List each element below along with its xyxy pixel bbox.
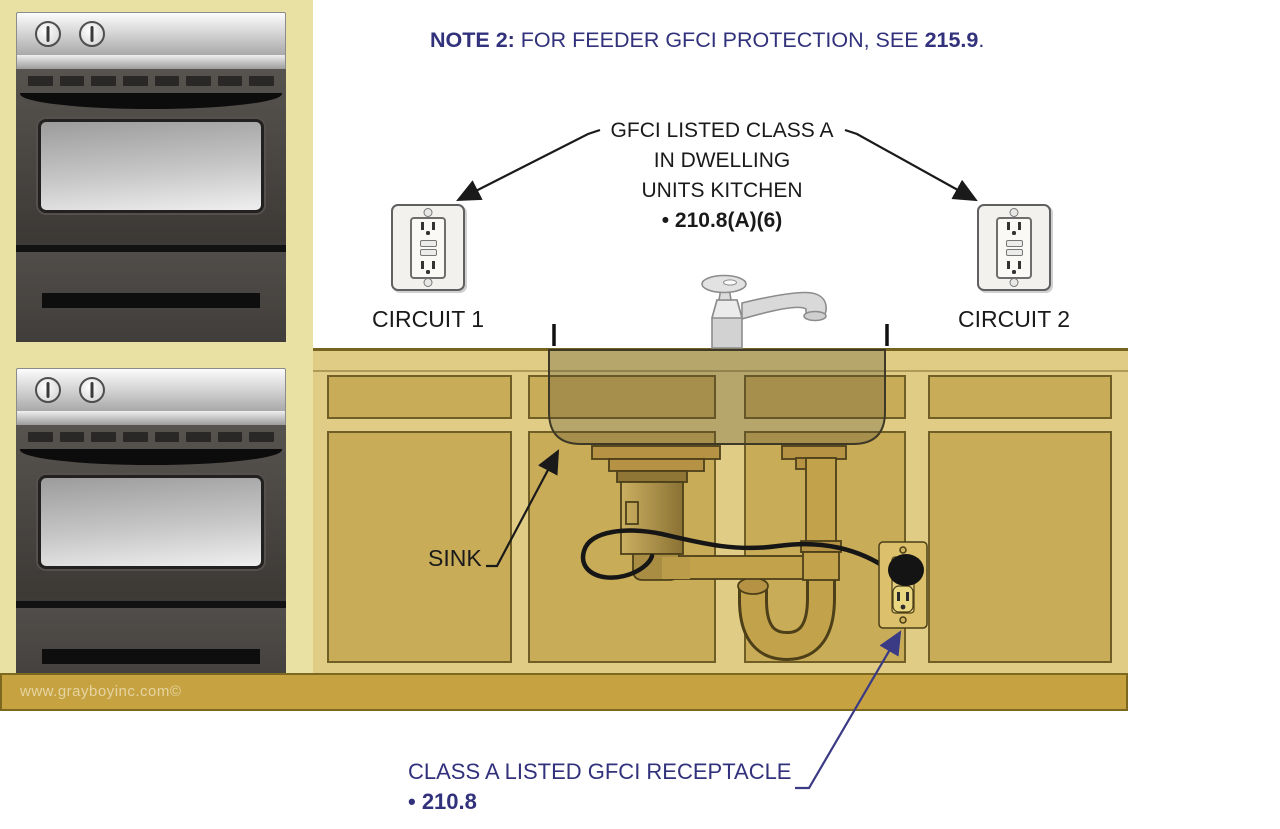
- watermark: www.grayboyinc.com©: [20, 683, 182, 700]
- sink-label: SINK: [428, 545, 482, 571]
- oven-vents: [28, 76, 274, 86]
- gfci-device: [410, 216, 446, 279]
- gfci-device: [996, 216, 1032, 279]
- oven-trim-strip: [16, 55, 286, 69]
- note2-text: NOTE 2: FOR FEEDER GFCI PROTECTION, SEE …: [430, 28, 985, 52]
- gfci-receptacle-circuit-2: [977, 204, 1051, 291]
- wall-oven-upper: [16, 12, 286, 342]
- screw-icon: [1009, 278, 1019, 287]
- oven-base: [42, 293, 260, 308]
- sink-edge-ticks: [552, 324, 889, 346]
- oven-control-panel: [16, 12, 286, 56]
- gfci-code-reference: • 210.8(A)(6): [661, 209, 783, 232]
- oven-control-panel: [16, 368, 286, 412]
- cabinet-drawer: [744, 375, 906, 419]
- gfci-receptacle-circuit-1: [391, 204, 465, 291]
- outlet-top: [1007, 221, 1021, 235]
- gfci-callout-line: IN DWELLING: [653, 149, 791, 172]
- cabinet-door: [528, 431, 716, 663]
- oven-window: [38, 475, 264, 569]
- oven-trim-strip: [16, 411, 286, 425]
- oven-body: [16, 69, 286, 342]
- oven-window: [38, 119, 264, 213]
- cabinet-drawer: [528, 375, 716, 419]
- gfci-callout-line: GFCI LISTED CLASS A: [610, 119, 834, 142]
- cabinet-door: [928, 431, 1112, 663]
- wall-oven-lower: [16, 368, 286, 698]
- oven-handle-shadow: [20, 93, 282, 109]
- receptacle-callout-line: CLASS A LISTED GFCI RECEPTACLE: [408, 759, 792, 784]
- toe-kick: www.grayboyinc.com©: [0, 673, 1128, 711]
- receptacle-callout-text: CLASS A LISTED GFCI RECEPTACLE • 210.8: [408, 757, 792, 817]
- cabinet-door: [744, 431, 906, 663]
- outlet-top: [421, 221, 435, 235]
- oven-divider: [16, 601, 286, 608]
- oven-vents: [28, 432, 274, 442]
- gfci-callout-text: GFCI LISTED CLASS A IN DWELLING UNITS KI…: [557, 116, 887, 236]
- oven-housing-cabinet: [0, 0, 313, 698]
- cabinet-drawer: [928, 375, 1112, 419]
- faucet-icon: [701, 274, 827, 349]
- oven-knob-icon: [35, 21, 61, 47]
- oven-body: [16, 425, 286, 698]
- oven-knob-icon: [35, 377, 61, 403]
- outlet-bottom: [1007, 260, 1021, 274]
- cabinet-drawer: [327, 375, 512, 419]
- circuit-2-label: CIRCUIT 2: [957, 306, 1071, 332]
- cabinet-door: [327, 431, 512, 663]
- receptacle-code-reference: • 210.8: [408, 789, 477, 814]
- oven-handle-shadow: [20, 449, 282, 465]
- gfci-callout-line: UNITS KITCHEN: [641, 179, 803, 202]
- test-reset-buttons: [419, 239, 437, 256]
- outlet-bottom: [421, 260, 435, 274]
- oven-divider: [16, 245, 286, 252]
- oven-base: [42, 649, 260, 664]
- base-cabinet-run: [313, 348, 1128, 673]
- circuit-1-label: CIRCUIT 1: [371, 306, 485, 332]
- screw-icon: [423, 278, 433, 287]
- oven-knob-icon: [79, 377, 105, 403]
- oven-knob-icon: [79, 21, 105, 47]
- test-reset-buttons: [1005, 239, 1023, 256]
